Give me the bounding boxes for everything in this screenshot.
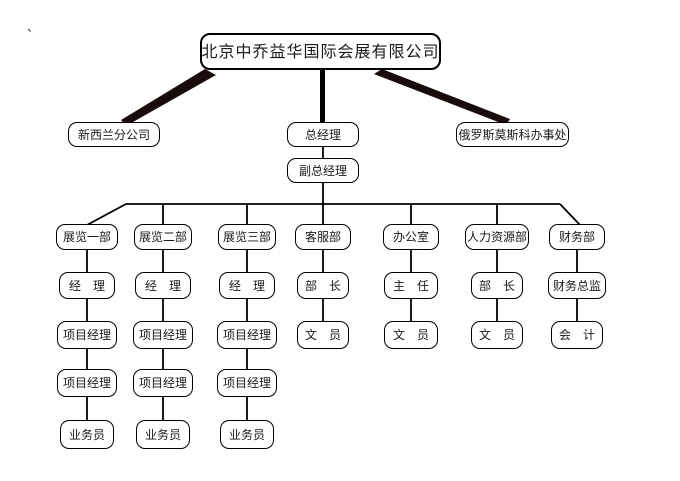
org-node-project-manager-ex1-a: 项目经理: [57, 321, 117, 349]
root-right-connector: [374, 69, 510, 125]
org-node-dept-office: 办公室: [383, 224, 439, 250]
org-node-salesperson-ex1: 业务员: [60, 420, 114, 449]
org-node-manager-ex1: 经 理: [59, 272, 115, 299]
org-node-company: 北京中乔益华国际会展有限公司: [200, 33, 441, 70]
org-node-dept-exhibition3: 展览三部: [218, 224, 276, 250]
org-node-dept-hr: 人力资源部: [465, 224, 529, 250]
org-node-project-manager-ex3-a: 项目经理: [217, 321, 277, 349]
org-node-dept-finance: 财务部: [549, 224, 605, 250]
org-node-dept-customer-service: 客服部: [295, 224, 351, 250]
org-node-moscow-office: 俄罗斯莫斯科办事处: [456, 122, 569, 147]
stray-mark: 、: [27, 20, 40, 34]
org-node-accountant: 会 计: [551, 321, 603, 349]
org-node-project-manager-ex3-b: 项目经理: [217, 369, 277, 397]
org-node-cs-clerk: 文 员: [297, 321, 349, 349]
org-node-cs-chief: 部 长: [297, 272, 349, 299]
org-node-project-manager-ex2-b: 项目经理: [133, 369, 193, 397]
org-node-dept-exhibition1: 展览一部: [56, 224, 118, 250]
org-node-general-manager: 总经理: [287, 122, 359, 147]
root-left-connector: [121, 69, 216, 126]
org-node-office-director: 主 任: [384, 272, 438, 299]
org-node-manager-ex3: 经 理: [219, 272, 275, 299]
org-node-finance-director: 财务总监: [548, 272, 606, 299]
org-node-nz-branch: 新西兰分公司: [68, 122, 160, 147]
org-node-office-clerk: 文 员: [384, 321, 438, 349]
org-node-salesperson-ex2: 业务员: [136, 420, 190, 449]
org-node-manager-ex2: 经 理: [135, 272, 191, 299]
org-node-project-manager-ex1-b: 项目经理: [57, 369, 117, 397]
org-node-hr-chief: 部 长: [471, 272, 523, 299]
thin-connectors: [86, 147, 581, 420]
org-node-dept-exhibition2: 展览二部: [134, 224, 192, 250]
org-node-salesperson-ex3: 业务员: [220, 420, 274, 449]
org-node-project-manager-ex2-a: 项目经理: [133, 321, 193, 349]
org-node-hr-clerk: 文 员: [471, 321, 523, 349]
org-node-deputy-gm: 副总经理: [287, 158, 359, 183]
